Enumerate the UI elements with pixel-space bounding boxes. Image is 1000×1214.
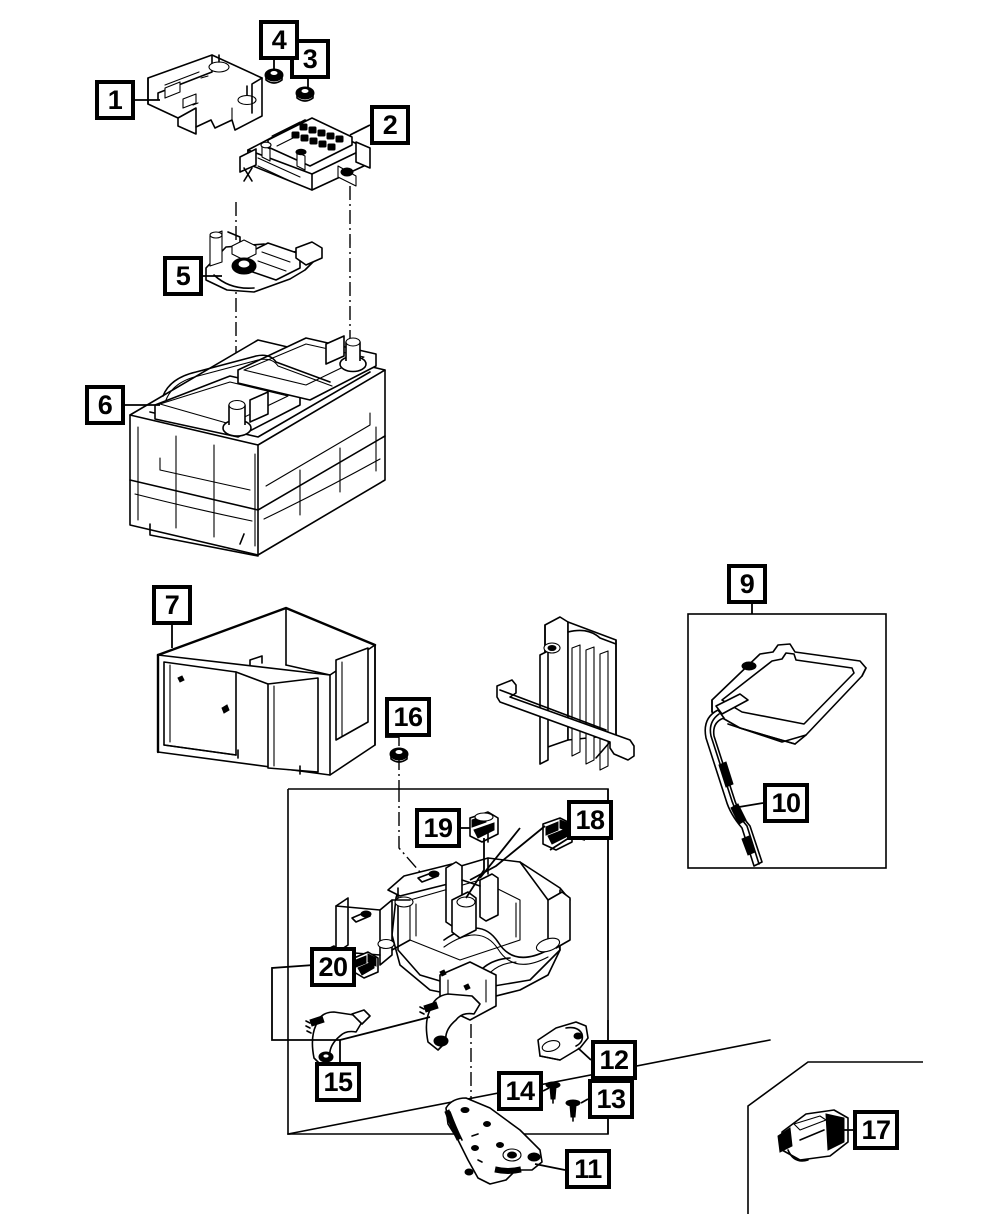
part-push-pin-14 — [545, 1081, 561, 1104]
part-nut-16 — [389, 747, 409, 763]
callout-20[interactable]: 20 — [310, 947, 356, 987]
part-battery-tray — [315, 857, 571, 1021]
callout-1[interactable]: 1 — [95, 80, 135, 120]
callout-17[interactable]: 17 — [853, 1110, 899, 1150]
callout-label: 12 — [599, 1044, 629, 1075]
callout-label: 4 — [271, 24, 287, 55]
callout-label: 2 — [382, 109, 398, 140]
part-clip-19 — [469, 811, 499, 843]
callout-label: 16 — [393, 701, 423, 732]
callout-label: 18 — [575, 804, 605, 835]
panel-hold-down-kit — [687, 613, 887, 869]
part-clip-20 — [353, 951, 379, 979]
callout-label: 7 — [164, 589, 180, 620]
callout-12[interactable]: 12 — [591, 1040, 637, 1080]
callout-15[interactable]: 15 — [315, 1062, 361, 1102]
callout-label: 14 — [505, 1075, 535, 1106]
callout-10[interactable]: 10 — [763, 783, 809, 823]
part-ground-cable — [305, 1009, 371, 1067]
callout-11[interactable]: 11 — [565, 1149, 611, 1189]
part-battery — [129, 335, 386, 557]
callout-label: 20 — [318, 951, 348, 982]
callout-16[interactable]: 16 — [385, 697, 431, 737]
callout-label: 6 — [97, 389, 113, 420]
callout-label: 13 — [596, 1083, 626, 1114]
part-tray-support-bracket — [444, 1097, 543, 1185]
part-clip-18 — [542, 817, 573, 851]
panel-clip-detail — [747, 1061, 923, 1214]
callout-label: 11 — [574, 1153, 602, 1184]
part-unlabeled-shield-bracket — [496, 616, 635, 771]
callout-5[interactable]: 5 — [163, 256, 203, 296]
leader-lines — [125, 60, 853, 1171]
callout-label: 10 — [771, 787, 801, 818]
callout-label: 3 — [302, 43, 318, 74]
callout-13[interactable]: 13 — [588, 1079, 634, 1119]
callout-label: 15 — [323, 1066, 353, 1097]
callout-4[interactable]: 4 — [259, 20, 299, 60]
part-nut-4 — [264, 68, 284, 84]
callout-9[interactable]: 9 — [727, 564, 767, 604]
callout-label: 5 — [175, 260, 191, 291]
part-battery-current-sensor — [205, 230, 323, 293]
callout-label: 19 — [423, 812, 453, 843]
callout-6[interactable]: 6 — [85, 385, 125, 425]
part-bracket-12 — [537, 1021, 589, 1061]
callout-7[interactable]: 7 — [152, 585, 192, 625]
part-pdc-cover — [147, 54, 263, 135]
part-harness-clip-17 — [777, 1109, 849, 1162]
part-hold-down-clamp — [704, 643, 867, 867]
callout-label: 17 — [861, 1114, 891, 1145]
callout-label: 1 — [107, 84, 123, 115]
callout-14[interactable]: 14 — [497, 1071, 543, 1111]
callout-label: 9 — [739, 568, 755, 599]
part-power-distribution-center — [239, 117, 371, 191]
callout-2[interactable]: 2 — [370, 105, 410, 145]
part-push-pin-13 — [565, 1099, 581, 1122]
part-ground-cable-installed — [419, 993, 481, 1051]
part-battery-shield — [156, 606, 377, 776]
callout-19[interactable]: 19 — [415, 808, 461, 848]
part-nut-3 — [295, 86, 315, 102]
callout-18[interactable]: 18 — [567, 800, 613, 840]
